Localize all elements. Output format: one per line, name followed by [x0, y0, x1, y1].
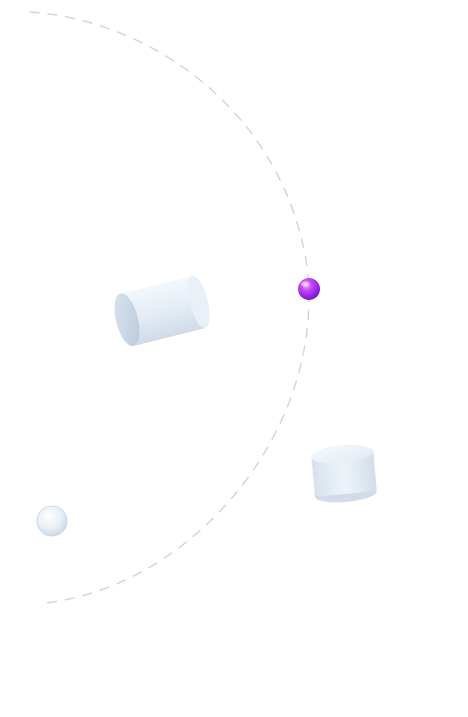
cylinder-left [114, 275, 210, 347]
cylinder-right [311, 444, 377, 503]
small-sphere [37, 506, 67, 536]
orbit-path [29, 11, 310, 604]
accent-sphere [298, 278, 320, 300]
